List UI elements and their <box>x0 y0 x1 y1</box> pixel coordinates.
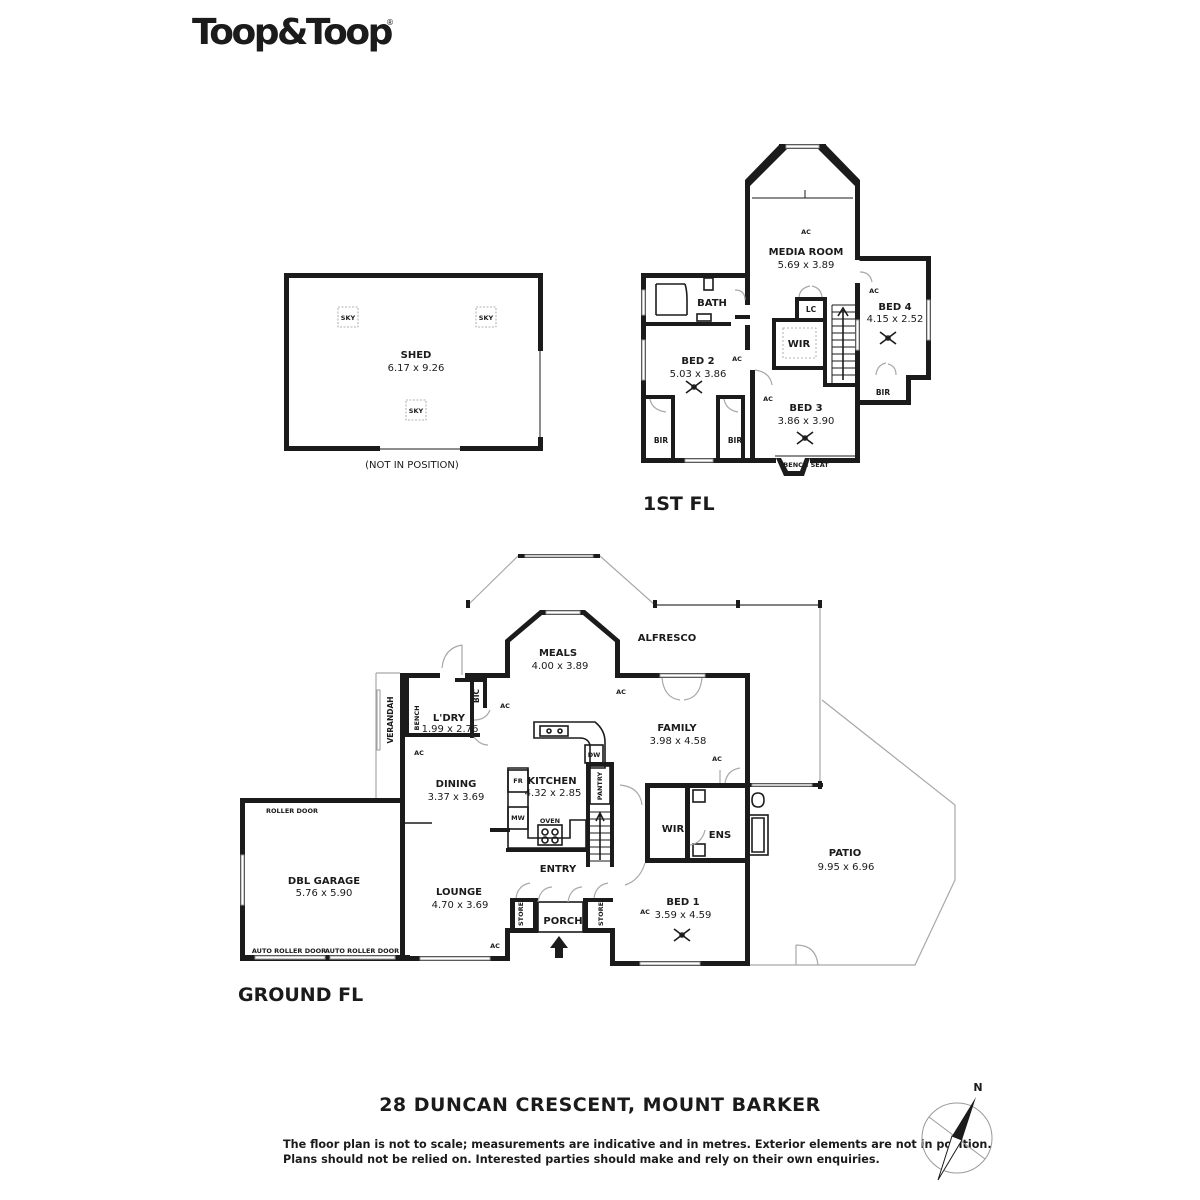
family-dims: 3.98 x 4.58 <box>650 736 707 747</box>
bed2-label: BED 2 <box>681 356 714 367</box>
ground-floor-wir-label: WIR <box>662 824 685 835</box>
pantry-label: PANTRY <box>596 771 604 800</box>
bed4-ceiling-fan-icon <box>879 331 897 345</box>
alfresco-label: ALFRESCO <box>638 633 697 644</box>
shed-skylight-1: SKY <box>341 314 356 322</box>
bed4-bir-label: BIR <box>876 388 891 397</box>
meals-dims: 4.00 x 3.89 <box>532 661 589 672</box>
bic-label: BIC <box>472 689 481 704</box>
logo-text: Toop&Toop <box>192 12 393 53</box>
garage-dims: 5.76 x 5.90 <box>296 888 353 899</box>
bed4-ac: AC <box>869 287 879 295</box>
family-ac: AC <box>712 755 722 763</box>
lounge-dims: 4.70 x 3.69 <box>432 900 489 911</box>
porch-label: PORCH <box>543 916 582 927</box>
media-room-ac: AC <box>801 228 811 236</box>
meals-label: MEALS <box>539 648 577 659</box>
bed3-ceiling-fan-icon <box>796 431 814 445</box>
shed-label: SHED <box>401 350 432 361</box>
bed1-ceiling-fan-icon <box>673 928 691 942</box>
linen-cupboard-label: LC <box>806 305 817 314</box>
meals-ac: AC <box>616 688 626 696</box>
bed3-dims: 3.86 x 3.90 <box>778 416 835 427</box>
laundry-label: L'DRY <box>433 713 466 724</box>
disclaimer-line-2: Plans should not be relied on. Intereste… <box>283 1153 880 1166</box>
dining-ac: AC <box>414 749 424 757</box>
ground-floor-plan: AC AC AC AC AC AC MEALS 4.00 x 3.89 ALFR… <box>238 554 956 1006</box>
shed-plan: SKY SKY SKY SHED 6.17 x 9.26 (NOT IN POS… <box>284 273 543 471</box>
bed2-ac: AC <box>732 355 742 363</box>
bed1-ac: AC <box>640 908 650 916</box>
garage-label: DBL GARAGE <box>288 876 360 887</box>
shed-dims: 6.17 x 9.26 <box>388 363 445 374</box>
dining-label: DINING <box>436 779 477 790</box>
shed-position-note: (NOT IN POSITION) <box>365 460 459 471</box>
shed-skylight-2: SKY <box>479 314 494 322</box>
first-floor-plan: AC AC AC AC MEDIA ROOM 5.69 x 3.89 BATH … <box>641 144 931 515</box>
bed1-dims: 3.59 x 4.59 <box>655 910 712 921</box>
logo-registered-mark: ® <box>386 18 394 27</box>
lounge-label: LOUNGE <box>436 887 482 898</box>
entry-label: ENTRY <box>540 864 577 875</box>
ensuite-label: ENS <box>709 830 731 841</box>
laundry-dims: 1.99 x 2.76 <box>422 724 479 735</box>
bed2-ceiling-fan-icon <box>685 380 703 394</box>
media-room-dims: 5.69 x 3.89 <box>778 260 835 271</box>
bath-label: BATH <box>697 298 727 309</box>
bed3-ac: AC <box>763 395 773 403</box>
family-label: FAMILY <box>657 723 697 734</box>
laundry-bench-label: BENCH <box>413 705 421 730</box>
first-floor-wir-label: WIR <box>788 339 811 350</box>
store-right-label: STORE <box>597 902 605 926</box>
kitchen-dims: 4.32 x 2.85 <box>525 788 582 799</box>
kitchen-label: KITCHEN <box>527 776 576 787</box>
media-room-label: MEDIA ROOM <box>769 247 844 258</box>
microwave-label: MW <box>511 814 525 822</box>
shed-skylight-3: SKY <box>409 407 424 415</box>
compass-north-label: N <box>973 1081 982 1094</box>
auto-roller-door-left-label: AUTO ROLLER DOOR <box>252 947 326 955</box>
bench-seat-label: BENCH SEAT <box>783 461 829 469</box>
patio-dims: 9.95 x 6.96 <box>818 862 875 873</box>
oven-label: OVEN <box>540 817 560 825</box>
bed1-label: BED 1 <box>666 897 699 908</box>
bed4-dims: 4.15 x 2.52 <box>867 314 924 325</box>
bed2-bir-left-label: BIR <box>654 436 669 445</box>
patio-label: PATIO <box>829 848 861 859</box>
compass-north-icon: N <box>921 1081 993 1181</box>
bed2-bir-right-label: BIR <box>728 436 743 445</box>
dishwasher-label: DW <box>588 751 601 759</box>
verandah-label: VERANDAH <box>386 696 395 743</box>
fridge-label: FR <box>513 777 522 785</box>
property-address: 28 DUNCAN CRESCENT, MOUNT BARKER <box>379 1094 821 1116</box>
roller-door-label: ROLLER DOOR <box>266 807 318 815</box>
kitchen-ac: AC <box>500 702 510 710</box>
ground-floor-title: GROUND FL <box>238 984 363 1006</box>
bed2-dims: 5.03 x 3.86 <box>670 369 727 380</box>
bed4-label: BED 4 <box>878 302 911 313</box>
first-floor-title: 1ST FL <box>643 493 715 515</box>
auto-roller-door-right-label: AUTO ROLLER DOOR <box>325 947 399 955</box>
store-left-label: STORE <box>517 902 525 926</box>
brand-logo: Toop&Toop ® <box>192 12 395 53</box>
bed3-label: BED 3 <box>789 403 822 414</box>
lounge-ac: AC <box>490 942 500 950</box>
dining-dims: 3.37 x 3.69 <box>428 792 485 803</box>
disclaimer-line-1: The floor plan is not to scale; measurem… <box>283 1138 992 1151</box>
